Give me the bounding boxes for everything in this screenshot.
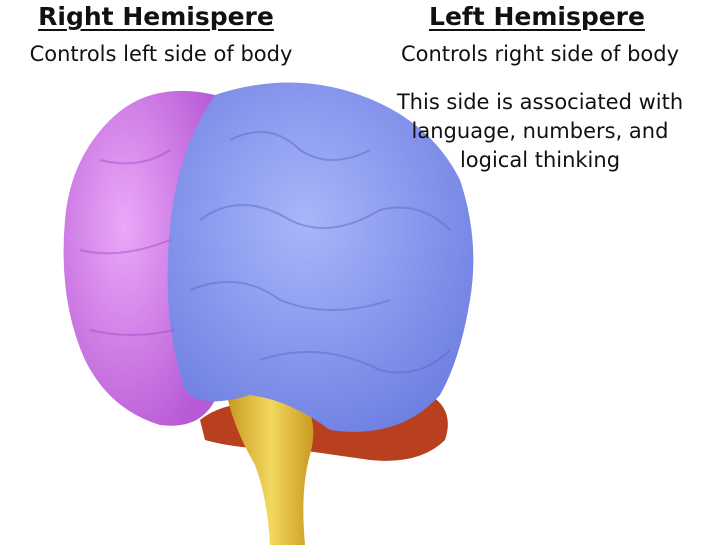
left-hemisphere-region <box>167 82 474 432</box>
brain-folds <box>189 131 451 374</box>
right-hemisphere-title: Right Hemispere <box>38 2 274 31</box>
left-hemisphere-description: This side is associated with language, n… <box>396 90 684 172</box>
left-hemisphere-title: Left Hemispere <box>429 2 645 31</box>
right-hemisphere-subtitle: Controls left side of body <box>29 42 293 66</box>
brainstem <box>228 391 314 545</box>
left-hemisphere-subtitle: Controls right side of body <box>400 42 680 66</box>
